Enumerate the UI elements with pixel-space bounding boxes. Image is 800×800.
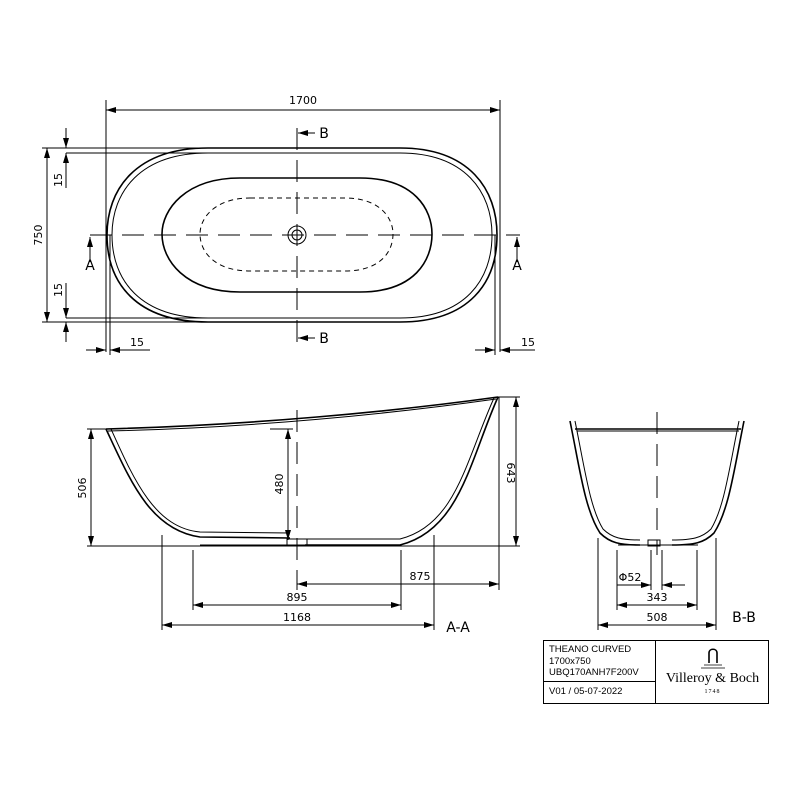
section-bb-label: B-B — [732, 610, 756, 626]
article-code: UBQ170ANH7F200V — [549, 667, 639, 678]
dim-rim-top: 15 — [52, 173, 65, 187]
title-block: THEANO CURVED 1700x750 UBQ170ANH7F200V V… — [543, 640, 769, 704]
section-b-marker-bottom: B — [319, 331, 329, 347]
dim-height-right: 643 — [504, 463, 517, 484]
dim-rim-bottom: 15 — [52, 283, 65, 297]
product-size: 1700x750 — [549, 655, 591, 667]
brand-block: Villeroy & Boch 1748 — [656, 641, 769, 703]
dim-rim-left: 15 — [130, 336, 144, 349]
section-aa-label: A-A — [446, 620, 470, 636]
dim-footprint-width: 508 — [647, 611, 668, 624]
dim-width: 750 — [32, 225, 45, 246]
dim-drain-to-right: 875 — [410, 570, 431, 583]
section-a-marker-right: A — [512, 258, 522, 274]
section-b-marker-top: B — [319, 126, 329, 142]
dim-footprint-length: 1168 — [283, 611, 311, 624]
section-bb-view — [569, 412, 745, 630]
dim-base-width: 343 — [647, 591, 668, 604]
section-aa-view — [87, 396, 520, 630]
title-block-info: THEANO CURVED 1700x750 UBQ170ANH7F200V V… — [544, 641, 656, 703]
section-a-marker-left: A — [85, 258, 95, 274]
dim-length: 1700 — [289, 94, 317, 107]
brand-name: Villeroy & Boch — [665, 671, 760, 686]
brand-year: 1748 — [704, 689, 721, 695]
version-date: V01 / 05-07-2022 — [544, 681, 655, 701]
dim-rim-right: 15 — [521, 336, 535, 349]
product-name: THEANO CURVED — [549, 644, 632, 655]
dim-drain-diameter: Φ52 — [619, 571, 642, 584]
top-view — [42, 100, 535, 355]
dim-inner-depth: 480 — [273, 474, 286, 495]
dim-height-left: 506 — [76, 478, 89, 499]
dim-base-length: 895 — [287, 591, 308, 604]
brand-logo-icon — [701, 648, 725, 669]
